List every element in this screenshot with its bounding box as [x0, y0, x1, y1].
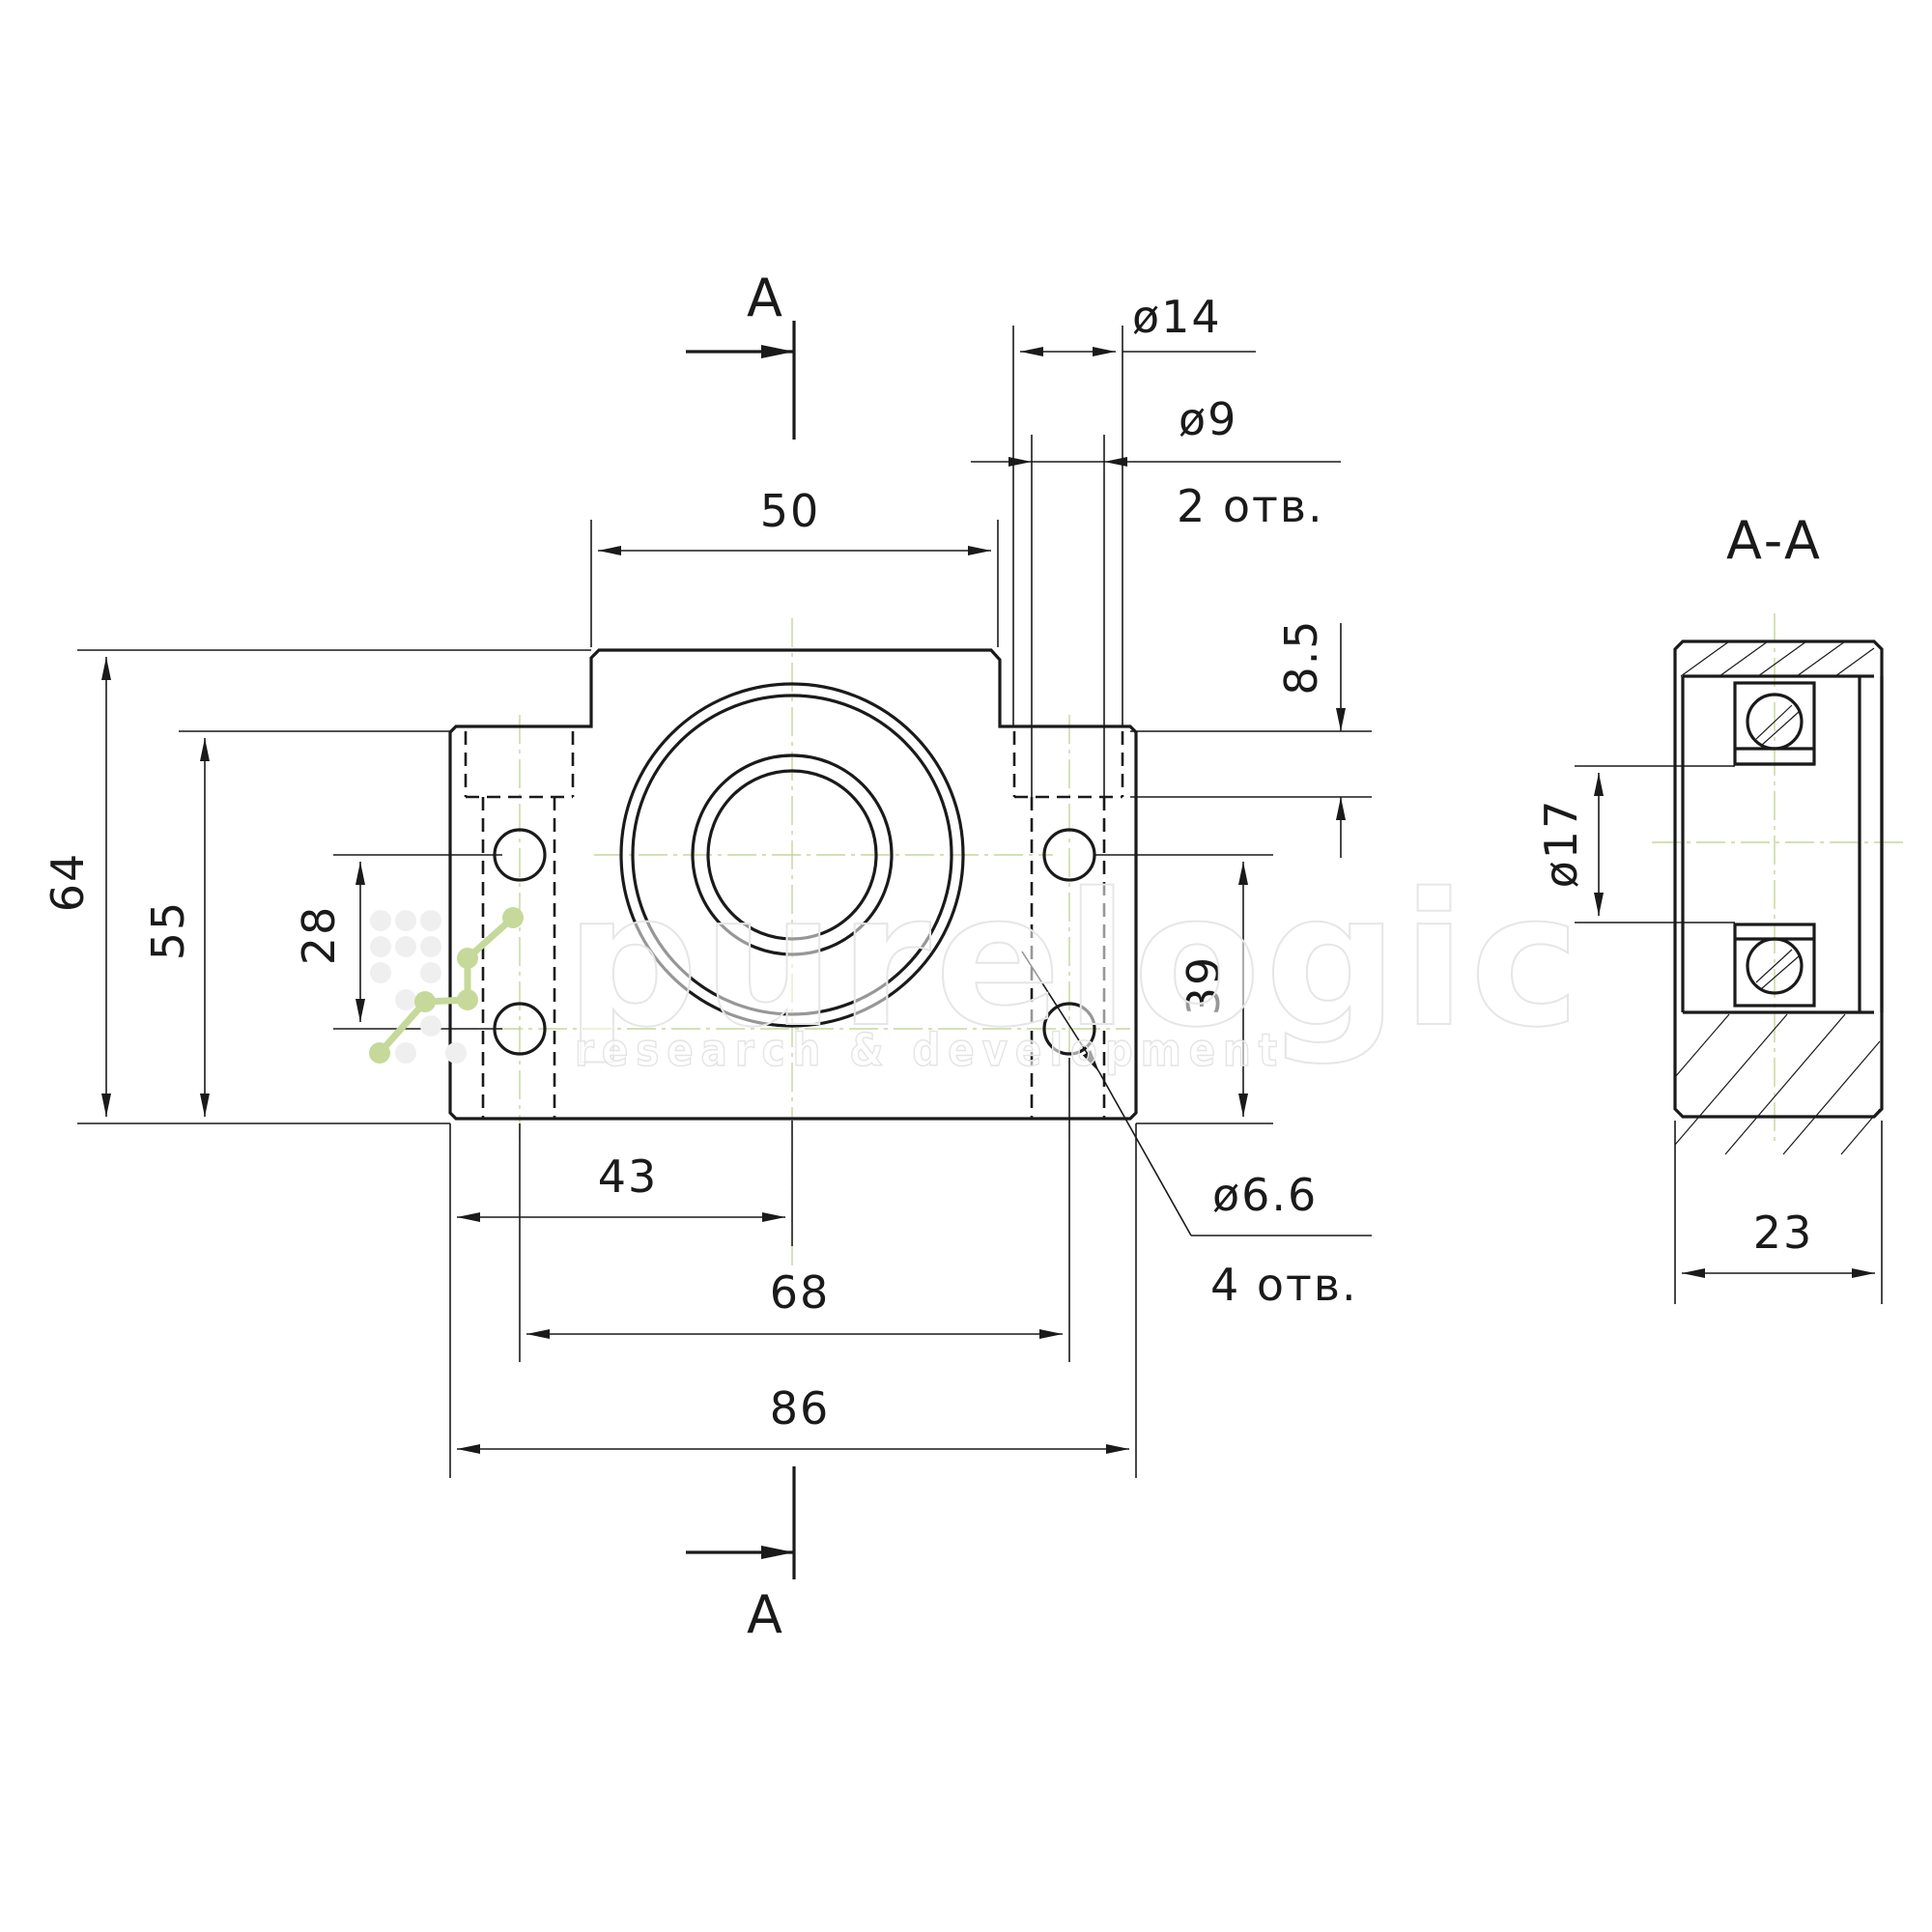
dim-boss-width: 50 — [760, 485, 821, 537]
section-cut-marks: A A — [686, 268, 796, 1645]
bearing-outer-circle — [691, 753, 894, 956]
dim-section-width: 23 — [1753, 1207, 1814, 1259]
section-label-top: A — [747, 268, 785, 328]
bore-circle — [706, 769, 878, 941]
dimensions: 64 55 28 50 ø14 ø9 2 отв. 8.5 — [42, 291, 1372, 1478]
mount-hole-top-right — [1042, 828, 1096, 882]
hatch-upper — [1680, 640, 1875, 677]
dim-upper-hole-spacing: 28 — [293, 905, 345, 966]
dim-mount-hole-count: 4 отв. — [1210, 1259, 1358, 1311]
body-outline — [448, 648, 1138, 1121]
section-view: A-A — [1535, 510, 1903, 1304]
hatch-lower — [1674, 1013, 1881, 1155]
dim-through-hole-count: 2 отв. — [1177, 480, 1324, 532]
dim-overall-width: 86 — [770, 1382, 831, 1435]
boss-inner-circle — [631, 694, 953, 1016]
dim-bore-dia: ø17 — [1535, 799, 1587, 889]
section-view-title: A-A — [1726, 510, 1823, 571]
watermark-logo-mark — [369, 907, 524, 1064]
watermark: purelogic research & development — [369, 853, 1584, 1077]
dim-overall-height: 64 — [42, 852, 94, 913]
front-view — [448, 618, 1138, 1265]
boss-outer-circle — [619, 682, 965, 1028]
bearing-bottom-ball — [1746, 937, 1804, 995]
dim-foot-height: 55 — [142, 900, 194, 961]
watermark-tagline: research & development — [575, 1024, 1285, 1076]
bearing-top-ball — [1746, 693, 1804, 751]
watermark-brand: purelogic — [565, 854, 1584, 1067]
mount-hole-bottom-right — [1042, 1002, 1096, 1056]
bearing-bottom-race — [1733, 923, 1816, 1008]
section-body — [1673, 639, 1884, 1119]
dim-hole-pitch: 68 — [770, 1266, 831, 1319]
dim-side-hole-spacing: 39 — [1178, 955, 1230, 1016]
dim-counterbore-depth: 8.5 — [1275, 618, 1327, 695]
dim-center-offset: 43 — [598, 1151, 659, 1203]
dim-mount-hole-dia: ø6.6 — [1212, 1169, 1318, 1221]
dim-counterbore-dia: ø14 — [1132, 291, 1222, 343]
section-label-bottom: A — [747, 1584, 785, 1645]
dim-through-hole-dia: ø9 — [1179, 393, 1237, 445]
